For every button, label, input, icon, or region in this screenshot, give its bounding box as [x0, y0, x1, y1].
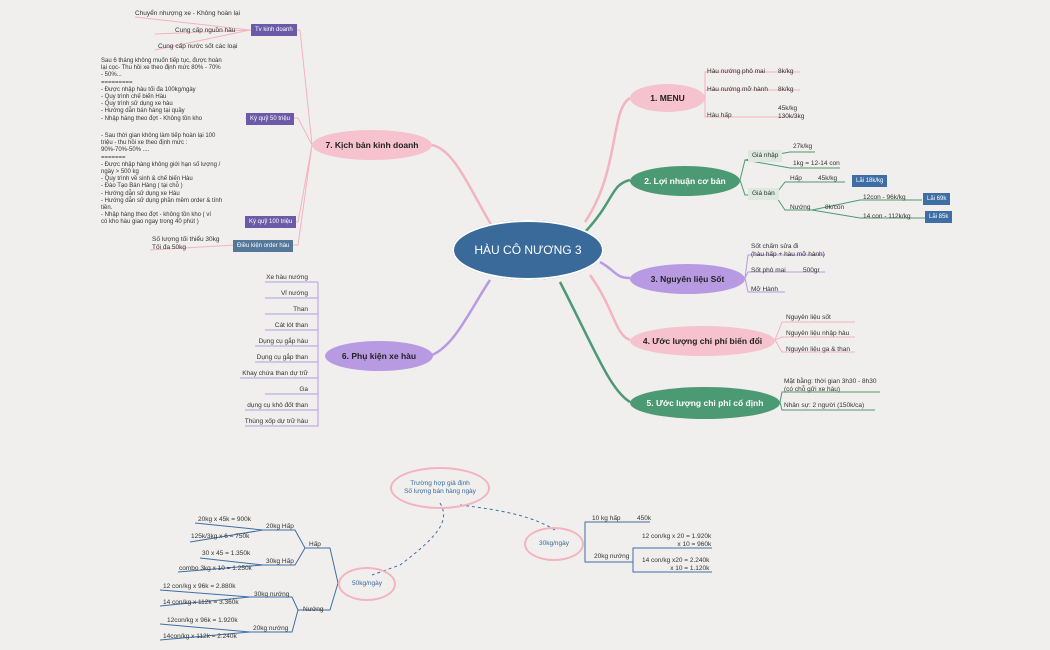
- grilled-option: 14 con - 112k/kg: [863, 213, 911, 220]
- order-condition-text: Số lượng tối thiểu 30kg Tối đa 50kg: [152, 236, 220, 251]
- grilled-profit-badge: Lãi 85k: [925, 211, 953, 223]
- sauce-qty: 500gr: [803, 267, 820, 274]
- accessory-item: Thùng xốp dự trữ hàu: [244, 418, 308, 425]
- sauce-item: Sốt phô mai: [751, 267, 786, 274]
- scenario-50kg-calc: 125k/3kg x 6 = 750k: [191, 533, 250, 540]
- branch-accessories-label: 6. Phụ kiện xe hàu: [341, 351, 417, 361]
- grilled-option: 12con - 96k/kg: [863, 194, 906, 201]
- scenario-30kg-item: 20kg nướng: [594, 553, 630, 560]
- variable-cost-item: Nguyên liệu sốt: [786, 314, 831, 321]
- scenario-50kg-calc: 12con/kg x 96k = 1.920k: [167, 617, 238, 624]
- scenario-50kg-calc: combo 3kg x 10 = 1.250k: [179, 565, 252, 572]
- grilled-label: Nướng: [790, 204, 811, 211]
- menu-item-price: 8k/kg: [778, 86, 794, 93]
- franchise-item: Chuyển nhượng xe - Không hoàn lại: [135, 10, 241, 17]
- franchise-tag: Tv kinh doanh: [251, 24, 297, 36]
- menu-item-name: Hàu hấp: [707, 112, 732, 119]
- central-topic-label: HÀU CÔ NƯƠNG 3: [474, 243, 582, 257]
- fixed-cost-item: Mặt bằng: thời gian 3h30 - 8h30 (có chỗ …: [784, 378, 877, 393]
- buy-price-label: Giá nhập: [748, 150, 783, 162]
- scenario-30kg-item: 10 kg hấp: [592, 515, 621, 522]
- branch-fixed-cost[interactable]: 5. Ước lượng chi phí cố định: [630, 387, 780, 419]
- variable-cost-item: Nguyên liệu ga & than: [786, 346, 850, 353]
- scenario-30kg-value: 450k: [637, 515, 652, 522]
- sauce-item: Mỡ Hành: [751, 286, 779, 293]
- branch-variable-cost-label: 4. Ước lượng chi phí biến đổi: [642, 336, 763, 346]
- steamed-label: Hấp: [790, 175, 802, 182]
- grilled-price: 8k/con: [825, 204, 845, 211]
- accessory-item: Dụng cụ gắp than: [256, 354, 308, 361]
- fixed-cost-item: Nhân sự: 2 người (150k/ca): [784, 402, 865, 409]
- accessory-item: Ga: [299, 386, 308, 393]
- scenario-50kg-calc: 14con/kg x 112k = 2.240k: [163, 633, 237, 640]
- scenario-50kg-grilled: Nướng: [303, 606, 324, 613]
- franchise-item: Cung cấp nước sốt các loại: [158, 43, 238, 50]
- scenario-50kg-calc: 30 x 45 = 1.350k: [202, 550, 251, 557]
- deposit-100-text: - Sau thời gian không làm tiếp hoàn lại …: [101, 133, 223, 226]
- branch-menu-label: 1. MENU: [650, 93, 685, 103]
- sell-price-label: Giá bán: [748, 188, 779, 200]
- scenario-50kg-item: 30kg Hấp: [266, 558, 294, 565]
- deposit-100-tag: Ký quỹ 100 triệu: [245, 216, 297, 228]
- deposit-50-tag: Ký quỹ 50 triệu: [246, 113, 295, 125]
- scenario-50kg-node[interactable]: 50kg/ngày: [338, 567, 396, 601]
- menu-item-name: Hàu nướng phô mai: [707, 68, 766, 75]
- branch-menu[interactable]: 1. MENU: [630, 84, 705, 112]
- scenario-label: Trường hợp giả định Số lượng bán hàng ng…: [404, 480, 476, 495]
- accessory-item: Vỉ nướng: [280, 290, 308, 297]
- branch-profit-label: 2. Lợi nhuận cơ bản: [644, 176, 726, 186]
- menu-item-name: Hàu nướng mỡ hành: [707, 86, 768, 93]
- branch-business-plan[interactable]: 7. Kịch bản kinh doanh: [312, 130, 432, 160]
- branch-sauce[interactable]: 3. Nguyên liệu Sốt: [630, 264, 745, 294]
- scenario-30kg-label: 30kg/ngày: [539, 540, 569, 547]
- branch-sauce-label: 3. Nguyên liệu Sốt: [650, 274, 725, 284]
- scenario-30kg-calc: 12 con/kg x 20 = 1.920k x 10 = 960k: [642, 533, 712, 548]
- branch-accessories[interactable]: 6. Phụ kiện xe hàu: [325, 341, 433, 371]
- branch-profit[interactable]: 2. Lợi nhuận cơ bản: [630, 166, 740, 196]
- scenario-node[interactable]: Trường hợp giả định Số lượng bán hàng ng…: [390, 467, 490, 509]
- scenario-50kg-calc: 12 con/kg x 96k = 2.880k: [163, 583, 236, 590]
- scenario-50kg-label: 50kg/ngày: [352, 580, 382, 587]
- variable-cost-item: Nguyên liệu nhập hàu: [786, 330, 850, 337]
- steamed-price: 45k/kg: [818, 175, 838, 182]
- scenario-30kg-node[interactable]: 30kg/ngày: [524, 527, 584, 561]
- sauce-item: Sốt chấm sửa đi (hàu hấp + hàu mỡ hành): [751, 243, 825, 258]
- menu-item-price: 8k/kg: [778, 68, 794, 75]
- branch-variable-cost[interactable]: 4. Ước lượng chi phí biến đổi: [630, 326, 775, 356]
- steamed-profit-badge: Lãi 18k/kg: [852, 175, 888, 187]
- accessory-item: Dụng cụ gắp hàu: [258, 338, 308, 345]
- deposit-50-text: Sau 6 tháng không muốn tiếp tục, được ho…: [101, 58, 222, 122]
- scenario-30kg-calc: 14 con/kg x20 = 2.240k x 10 = 1.120k: [642, 557, 710, 572]
- order-condition-tag: Điều kiện order hàu: [233, 240, 294, 252]
- accessory-item: Cát lót than: [274, 322, 308, 329]
- central-topic[interactable]: HÀU CÔ NƯƠNG 3: [452, 220, 604, 280]
- scenario-50kg-item: 20kg Hấp: [266, 523, 294, 530]
- franchise-item: Cung cấp nguồn hàu: [175, 27, 236, 34]
- accessory-item: Khay chứa than dự trữ: [242, 370, 308, 377]
- scenario-50kg-calc: 14 con/kg x 112k = 3.360k: [163, 599, 239, 606]
- scenario-50kg-steamed: Hấp: [309, 541, 321, 548]
- branch-business-plan-label: 7. Kịch bản kinh doanh: [325, 140, 419, 150]
- accessory-item: dụng cụ khô đốt than: [247, 402, 308, 409]
- branch-fixed-cost-label: 5. Ước lượng chi phí cố định: [646, 398, 764, 408]
- scenario-50kg-item: 20kg nướng: [253, 625, 289, 632]
- buy-price-count: 1kg = 12-14 con: [793, 160, 840, 167]
- grilled-profit-badge: Lãi 69k: [923, 193, 951, 205]
- scenario-50kg-item: 30kg nướng: [254, 591, 290, 598]
- accessory-item: Xe hàu nướng: [266, 274, 308, 281]
- buy-price-value: 27k/kg: [793, 143, 813, 150]
- scenario-50kg-calc: 20kg x 45k = 900k: [198, 516, 251, 523]
- accessory-item: Than: [293, 306, 308, 313]
- menu-item-price: 45k/kg 130k/3kg: [778, 105, 805, 120]
